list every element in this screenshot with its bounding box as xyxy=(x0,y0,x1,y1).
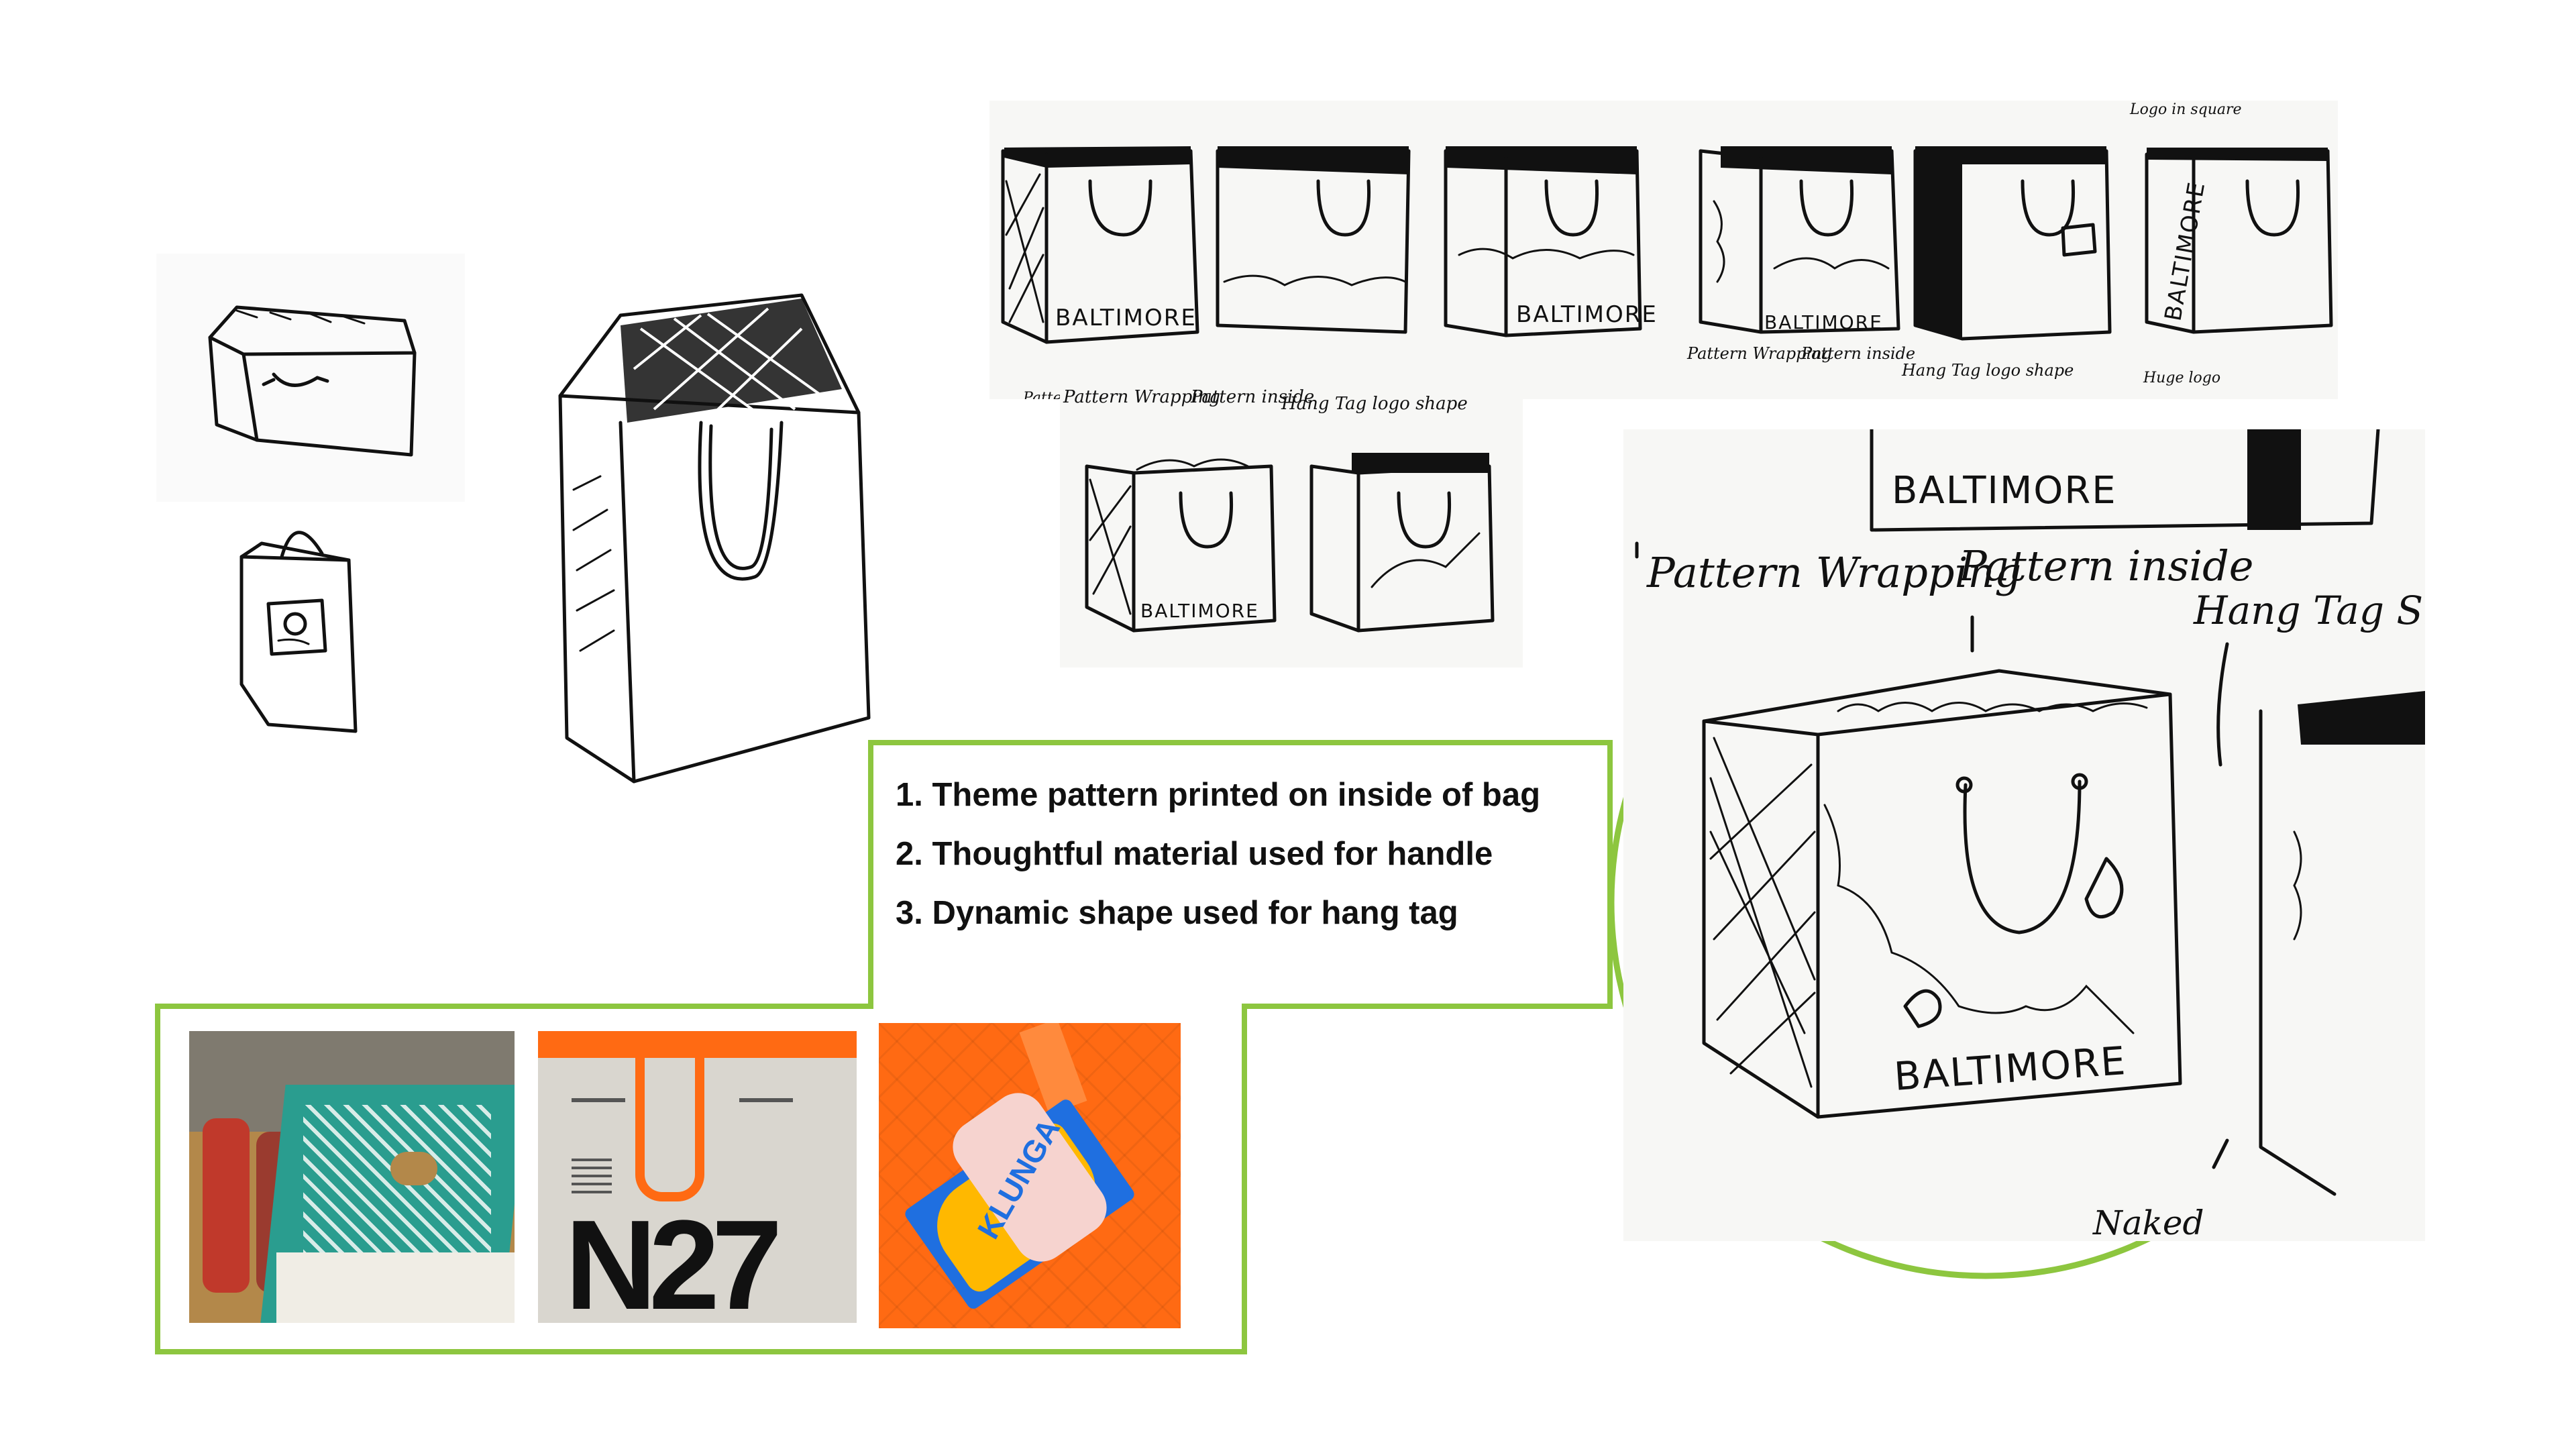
sketch-large-tote xyxy=(547,288,882,812)
annotation-pattern-inside: Pattern inside xyxy=(1958,541,2253,590)
sketch-zoom: BALTIMORE Pattern Wrapping Pattern insid… xyxy=(1623,427,2520,1242)
sketch-small-tote xyxy=(221,517,376,745)
annotation-hang-tag: Hang Tag logo shape xyxy=(1901,361,2074,380)
reference-photo-teal-bag xyxy=(189,1031,515,1323)
annotation-pattern-wrapping: Pattern Wrapping xyxy=(1686,344,1832,363)
brand-text: BALTIMORE xyxy=(1055,305,1197,331)
reference-photo-klunga-tag: KLUNGA xyxy=(879,1023,1181,1328)
sketch-row-top: BALTIMORE BALTIMORE BALTIMORE xyxy=(989,101,2338,407)
feature-list: 1. Theme pattern printed on inside of ba… xyxy=(896,778,1540,955)
annotation-huge-logo: Huge logo xyxy=(2143,370,2220,386)
brand-text: BALTIMORE xyxy=(2159,179,2210,323)
brand-text: BALTIMORE xyxy=(1764,311,1883,333)
brand-text: BALTIMORE xyxy=(1892,469,2117,513)
sketch-small-bags xyxy=(156,254,465,502)
annotation-hang-tag: Hang Tag logo shape xyxy=(1281,394,1468,414)
feature-item: 1. Theme pattern printed on inside of ba… xyxy=(896,777,1541,813)
annotation-logo-square: Logo in square xyxy=(2129,101,2242,118)
annotation-hang-tag-shape: Hang Tag Shape xyxy=(2193,588,2425,633)
sketch-row-middle: Pattern Wrapping Pattern inside Hang Tag… xyxy=(1060,372,1523,667)
feature-item: 3. Dynamic shape used for hang tag xyxy=(896,895,1458,931)
annotation-pattern-inside: Pattern inside xyxy=(1190,387,1314,407)
annotation-pattern-wrapping: Pattern Wrapping xyxy=(1646,548,2021,597)
n27-mark: N27 xyxy=(565,1194,783,1323)
reference-photo-n27-bag: N27 xyxy=(538,1031,857,1323)
feature-item: 2. Thoughtful material used for handle xyxy=(896,836,1493,872)
annotation-pattern-inside: Pattern inside xyxy=(1801,344,1915,363)
brand-text: BALTIMORE xyxy=(1516,301,1658,328)
annotation-naked: Naked xyxy=(2092,1203,2204,1241)
annotation-pattern-wrapping: Pattern Wrapping xyxy=(1063,387,1220,407)
brand-text: BALTIMORE xyxy=(1140,600,1259,622)
